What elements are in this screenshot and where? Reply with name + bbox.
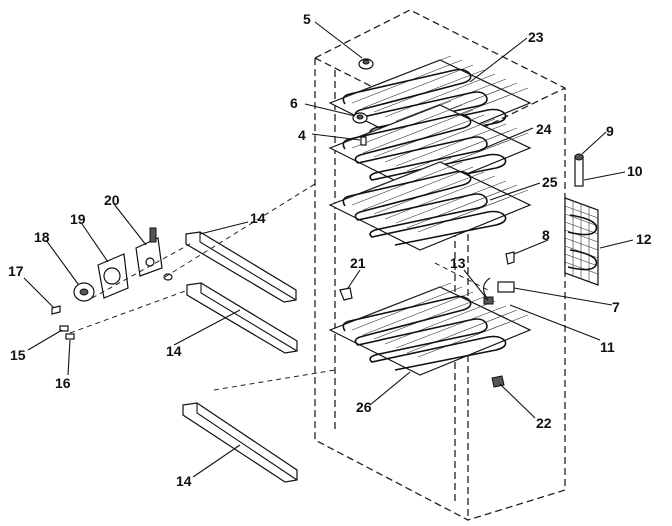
clip-13 (483, 296, 494, 305)
callout-labels: 5 23 6 4 24 9 10 25 20 14 19 18 17 21 8 … (8, 11, 652, 489)
callout-16: 16 (55, 375, 71, 391)
callout-8: 8 (542, 227, 550, 243)
clip-21 (339, 287, 353, 301)
tube-9-10 (574, 153, 584, 187)
knob-18 (73, 282, 95, 302)
callout-18: 18 (34, 229, 50, 245)
screw-16 (65, 333, 75, 340)
rail-14-bottom (182, 402, 298, 483)
screw-15 (59, 325, 69, 332)
leader-lines (23, 21, 634, 478)
callout-7: 7 (612, 299, 620, 315)
grommet-6 (352, 112, 368, 124)
bracket-19 (97, 253, 129, 299)
callout-17: 17 (8, 263, 24, 279)
callout-6: 6 (290, 95, 298, 111)
callout-9: 9 (606, 123, 614, 139)
callout-22: 22 (536, 415, 552, 431)
clip-22 (491, 375, 505, 388)
callout-11: 11 (600, 339, 615, 355)
callout-14-middle: 14 (166, 343, 182, 359)
callout-25: 25 (542, 174, 558, 190)
callout-23: 23 (528, 29, 544, 45)
screw-near-20 (163, 273, 173, 281)
callout-5: 5 (303, 11, 311, 27)
callout-26: 26 (356, 399, 372, 415)
callout-20: 20 (104, 192, 120, 208)
screw-8 (505, 251, 515, 265)
callout-14-bottom: 14 (176, 473, 192, 489)
thermostat-20 (135, 227, 163, 277)
evaporator-shelf-25 (328, 157, 532, 251)
callout-4: 4 (298, 127, 306, 143)
callout-15: 15 (10, 347, 26, 363)
side-coil-12 (564, 197, 599, 286)
grommet-5 (358, 58, 374, 70)
rail-14-middle (186, 282, 298, 354)
callout-24: 24 (536, 121, 552, 137)
evaporator-shelf-24 (328, 100, 532, 194)
callout-10: 10 (627, 163, 643, 179)
callout-21: 21 (350, 255, 366, 271)
assembly-lines (69, 181, 489, 391)
callout-12: 12 (636, 231, 652, 247)
callout-13: 13 (450, 255, 466, 271)
rail-14-top (185, 231, 297, 303)
callout-19: 19 (70, 211, 86, 227)
screw-4 (360, 136, 367, 146)
evaporator-shelf-26 (328, 282, 532, 376)
callout-14-top: 14 (250, 210, 266, 226)
